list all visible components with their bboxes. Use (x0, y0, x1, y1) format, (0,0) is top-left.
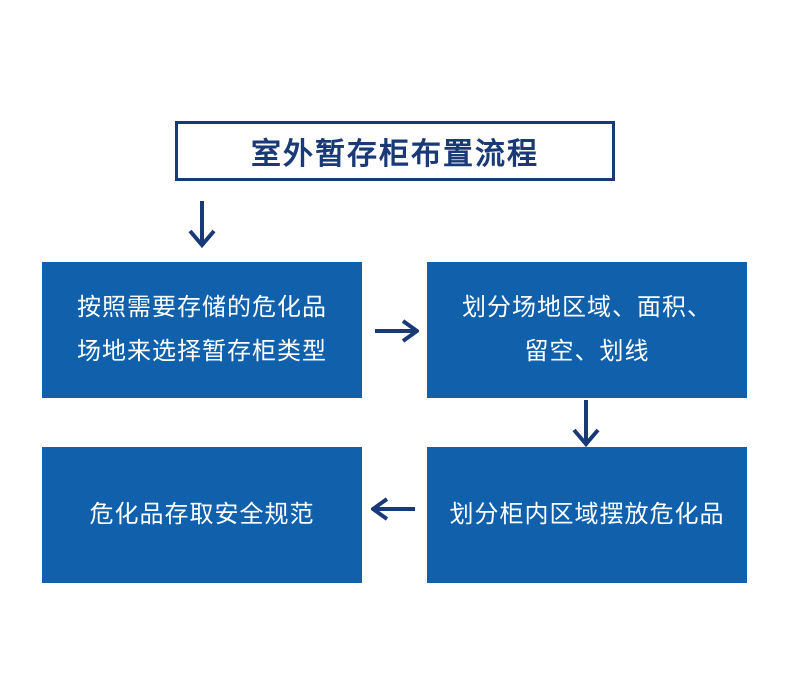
step-text-line: 划分场地区域、面积、 (462, 294, 712, 321)
down-arrow-icon (180, 199, 224, 249)
step-divide-site-area: 划分场地区域、面积、 留空、划线 (427, 262, 747, 398)
step-text-line: 危化品存取安全规范 (89, 501, 315, 528)
step-text-line: 划分柜内区域摆放危化品 (449, 501, 725, 528)
step-text-line: 场地来选择暂存柜类型 (77, 338, 327, 365)
step-text-line: 按照需要存储的危化品 (77, 294, 327, 321)
down-arrow-icon (564, 398, 608, 448)
flowchart-title-box: 室外暂存柜布置流程 (175, 121, 615, 181)
step-arrange-hazmat-in-cabinet: 划分柜内区域摆放危化品 (427, 447, 747, 583)
step-hazmat-access-safety: 危化品存取安全规范 (42, 447, 362, 583)
left-arrow-icon (371, 496, 417, 522)
right-arrow-icon (373, 318, 419, 344)
flowchart-title-text: 室外暂存柜布置流程 (251, 138, 539, 171)
step-text-line: 留空、划线 (524, 338, 650, 365)
step-choose-cabinet-type: 按照需要存储的危化品 场地来选择暂存柜类型 (42, 262, 362, 398)
